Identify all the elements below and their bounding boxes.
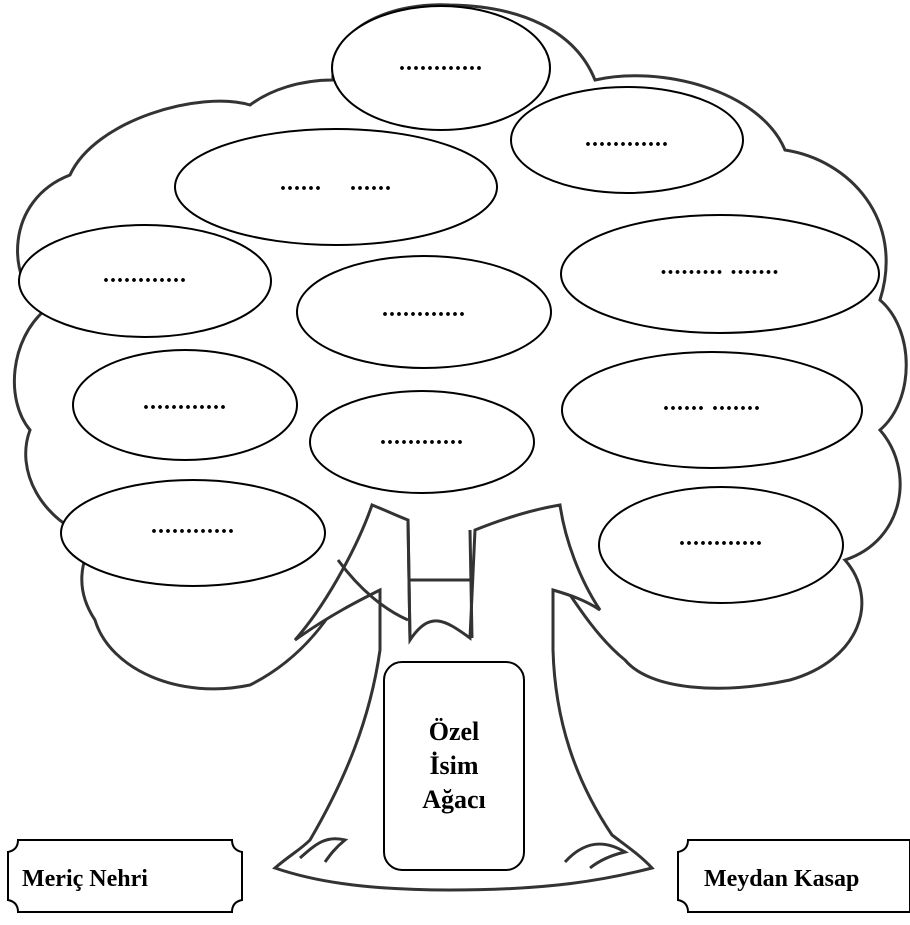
grass-tuft-left (299, 837, 349, 863)
sign-left-label: Meriç Nehri (22, 866, 148, 892)
blank-text: ............ (382, 296, 466, 322)
trunk-title: Özel İsim Ağacı (384, 662, 524, 870)
sign-right-label: Meydan Kasap (704, 866, 860, 892)
blank-oval[interactable] (72, 349, 298, 461)
blank-oval[interactable] (296, 255, 552, 369)
blank-oval-group (18, 5, 880, 604)
sign-right-frame (677, 839, 910, 913)
blank-oval[interactable] (561, 351, 863, 469)
trunk-title-line: Özel (428, 717, 480, 746)
blank-text: ............ (679, 525, 763, 551)
blank-text: ......... ....... (661, 254, 780, 280)
blank-oval[interactable] (510, 86, 744, 194)
blank-text: ............ (380, 424, 464, 450)
blank-oval[interactable] (331, 5, 551, 131)
tree-branch (336, 519, 474, 641)
trunk-label-box (383, 661, 525, 871)
blank-text: ............ (143, 389, 227, 415)
blank-text: ...... ....... (663, 390, 761, 416)
blank-text: ............ (103, 262, 187, 288)
blank-oval[interactable] (560, 214, 880, 334)
blank-text-group: ............ ............ ...... ...... … (103, 50, 780, 551)
blank-text: ............ (585, 126, 669, 152)
blank-text: ............ (151, 513, 235, 539)
blank-oval[interactable] (18, 224, 272, 338)
blank-oval[interactable] (174, 128, 498, 246)
sign-left-frame (7, 839, 243, 913)
blank-oval[interactable] (598, 486, 844, 604)
trunk-title-line: İsim (429, 751, 479, 780)
blank-text: ...... ...... (280, 170, 392, 196)
blank-oval[interactable] (309, 390, 535, 494)
grass-tuft-right (563, 842, 629, 870)
blank-text: ............ (399, 50, 483, 76)
blank-oval[interactable] (60, 479, 326, 587)
trunk-title-line: Ağacı (422, 785, 486, 814)
